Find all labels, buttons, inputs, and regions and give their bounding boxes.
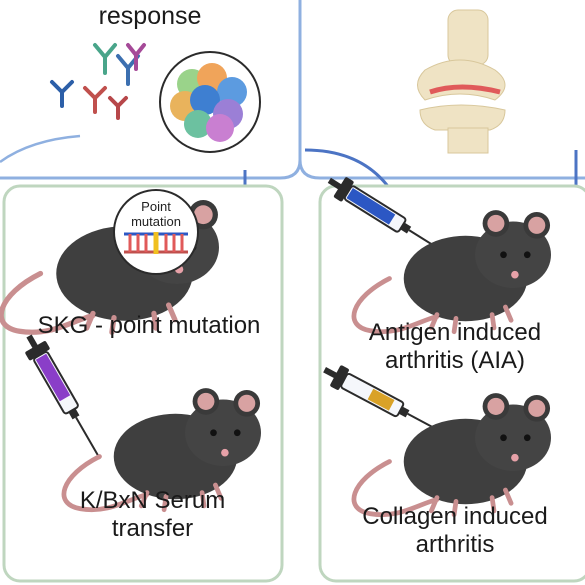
kbxn-label-line2: transfer xyxy=(111,515,194,543)
skg-model-label: SKG - point mutation xyxy=(37,312,261,339)
top-right-panel-border xyxy=(298,0,585,180)
knee-joint-icon xyxy=(417,9,506,154)
point-mutation-inset-label: Point mutation xyxy=(116,199,196,230)
aia-label-line2: arthritis (AIA) xyxy=(384,347,525,375)
cia-model-label: Collagen induced arthritis xyxy=(330,503,580,560)
antibody-icon xyxy=(50,43,146,120)
syringe-icon xyxy=(17,328,112,466)
inset-label-line2: mutation xyxy=(131,213,181,229)
kbxn-model-label: K/BxN Serum transfer xyxy=(20,487,285,544)
kbxn-label-line1: K/BxN Serum xyxy=(79,487,226,514)
syringe-icon xyxy=(317,358,457,448)
cia-label-line1: Collagen induced xyxy=(362,503,548,530)
aia-label-line1: Antigen induced xyxy=(368,319,542,346)
dna-icon xyxy=(113,189,199,275)
syringe-icon xyxy=(321,169,458,267)
response-label: response xyxy=(98,2,202,30)
aia-model-label: Antigen induced arthritis (AIA) xyxy=(330,319,580,376)
inset-label-line1: Point xyxy=(141,199,171,214)
cia-label-line2: arthritis xyxy=(415,531,495,559)
cell-cluster-icon xyxy=(159,51,261,153)
